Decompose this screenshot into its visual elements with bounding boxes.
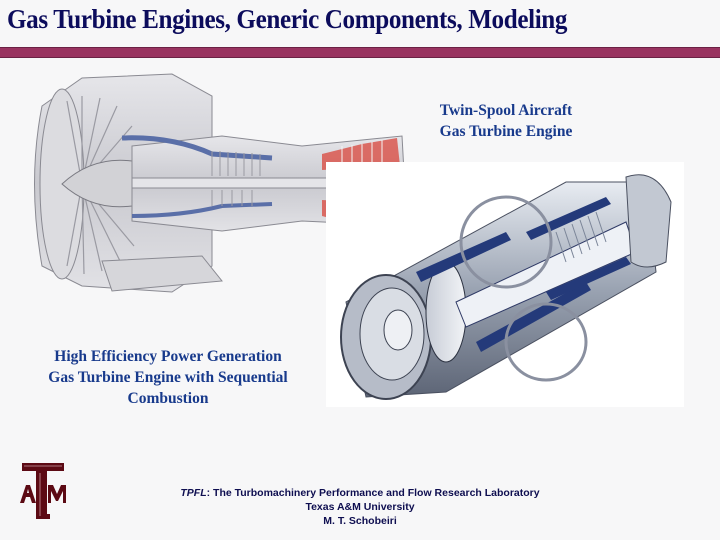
accent-bar — [0, 47, 720, 58]
author-name: M. T. Schobeiri — [323, 515, 397, 527]
caption-line: High Efficiency Power Generation — [54, 348, 282, 365]
university-name: Texas A&M University — [305, 501, 415, 513]
lab-line: TPFL: The Turbomachinery Performance and… — [80, 486, 640, 500]
texas-am-logo — [20, 463, 66, 519]
caption-line: Gas Turbine Engine — [439, 123, 573, 140]
caption-line: Twin-Spool Aircraft — [439, 102, 573, 119]
aircraft-engine-caption: Twin-Spool Aircraft Gas Turbine Engine — [404, 100, 608, 142]
lab-name: : The Turbomachinery Performance and Flo… — [206, 487, 540, 499]
lab-abbreviation: TPFL — [180, 487, 207, 499]
power-engine-caption: High Efficiency Power Generation Gas Tur… — [20, 346, 316, 409]
caption-line: Combustion — [127, 390, 209, 407]
slide-title: Gas Turbine Engines, Generic Components,… — [7, 4, 568, 34]
power-gas-turbine-image — [326, 162, 684, 407]
footer-credits: TPFL: The Turbomachinery Performance and… — [80, 486, 640, 528]
caption-line: Gas Turbine Engine with Sequential — [48, 369, 288, 386]
industrial-turbine-cutaway — [340, 174, 672, 400]
